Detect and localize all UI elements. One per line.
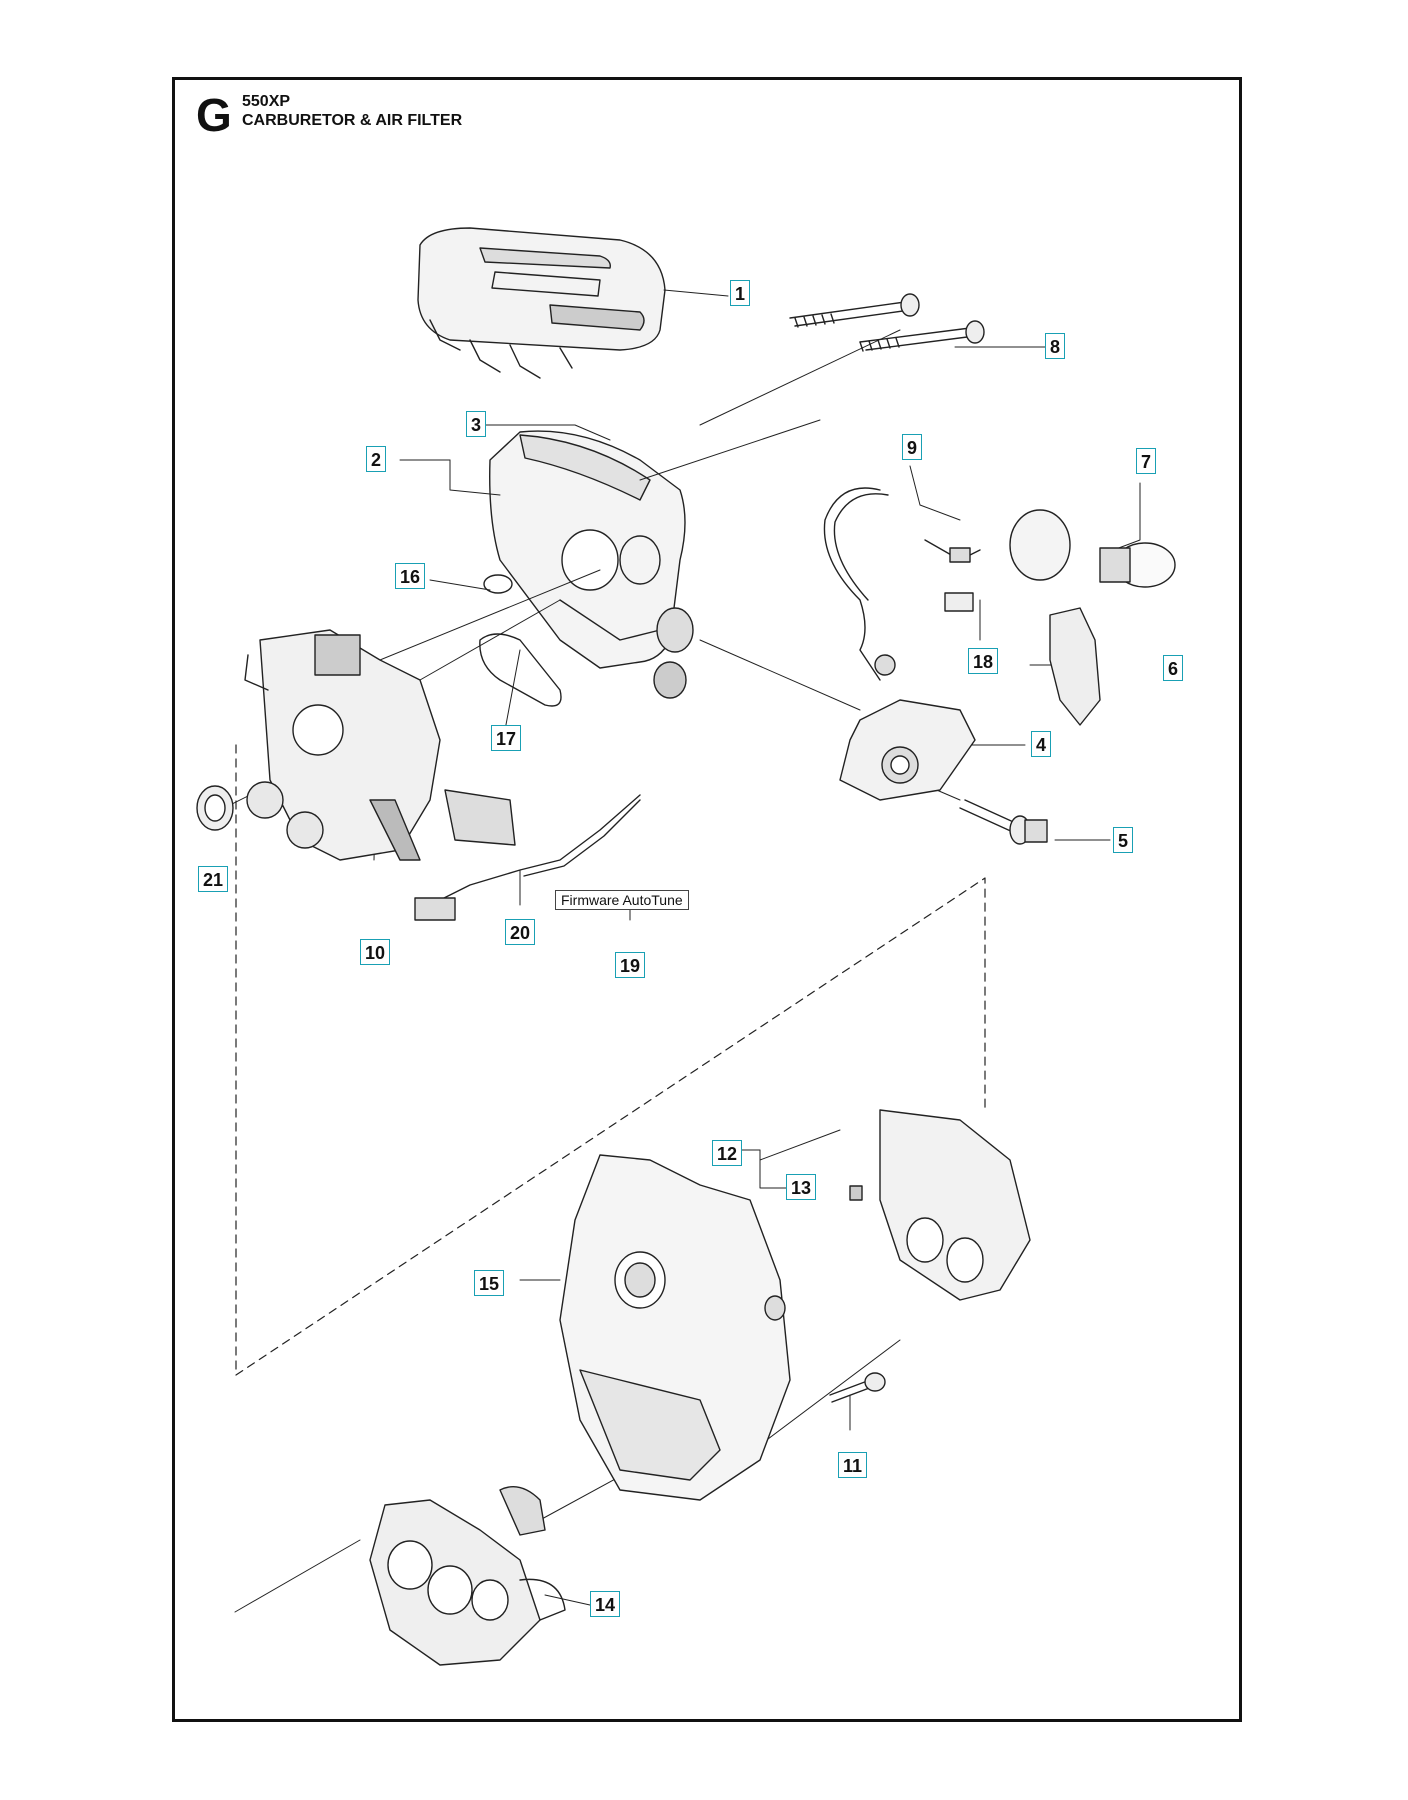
callout-4[interactable]: 4 — [1031, 731, 1052, 757]
callout-19[interactable]: 19 — [615, 952, 646, 978]
screw — [829, 1372, 886, 1403]
choke-lever-bracket — [839, 699, 976, 801]
callout-8[interactable]: 8 — [1045, 333, 1066, 359]
callout-6[interactable]: 6 — [1163, 655, 1184, 681]
callout-16[interactable]: 16 — [395, 563, 426, 589]
model-number: 550XP — [242, 93, 291, 110]
callout-21[interactable]: 21 — [198, 866, 229, 892]
callout-20[interactable]: 20 — [505, 919, 536, 945]
diagram-title: CARBURETOR & AIR FILTER — [242, 112, 463, 129]
callout-10[interactable]: 10 — [360, 939, 391, 965]
callout-14[interactable]: 14 — [590, 1591, 621, 1617]
inlet-assembly — [849, 1109, 1031, 1301]
callout-5[interactable]: 5 — [1113, 827, 1134, 853]
callout-15[interactable]: 15 — [474, 1270, 505, 1296]
shoulder-bolt — [959, 799, 1048, 845]
section-letter: G — [196, 89, 232, 141]
callout-13[interactable]: 13 — [786, 1174, 817, 1200]
assembly-dashed-lines — [235, 744, 986, 1376]
callout-3[interactable]: 3 — [466, 411, 487, 437]
air-filter-cover — [417, 227, 666, 379]
carburetor — [244, 629, 516, 861]
callout-9[interactable]: 9 — [902, 434, 923, 460]
callout-18[interactable]: 18 — [968, 648, 999, 674]
fuel-hose — [823, 487, 981, 681]
air-filter-holder — [489, 430, 694, 699]
long-bolts — [789, 293, 985, 352]
choke-control — [1049, 607, 1101, 726]
callout-11[interactable]: 11 — [838, 1452, 868, 1478]
primer-bulb — [1009, 509, 1176, 588]
cable-harness — [414, 794, 641, 921]
callout-1[interactable]: 1 — [730, 280, 751, 306]
gasket — [479, 633, 562, 707]
callout-12[interactable]: 12 — [712, 1140, 743, 1166]
callout-7[interactable]: 7 — [1136, 448, 1157, 474]
o-ring — [483, 574, 513, 594]
firmware-autotune-label: Firmware AutoTune — [555, 890, 689, 910]
intake-manifold — [369, 1486, 566, 1666]
callout-2[interactable]: 2 — [366, 446, 387, 472]
callout-17[interactable]: 17 — [491, 725, 522, 751]
carburetor-housing — [559, 1154, 791, 1501]
